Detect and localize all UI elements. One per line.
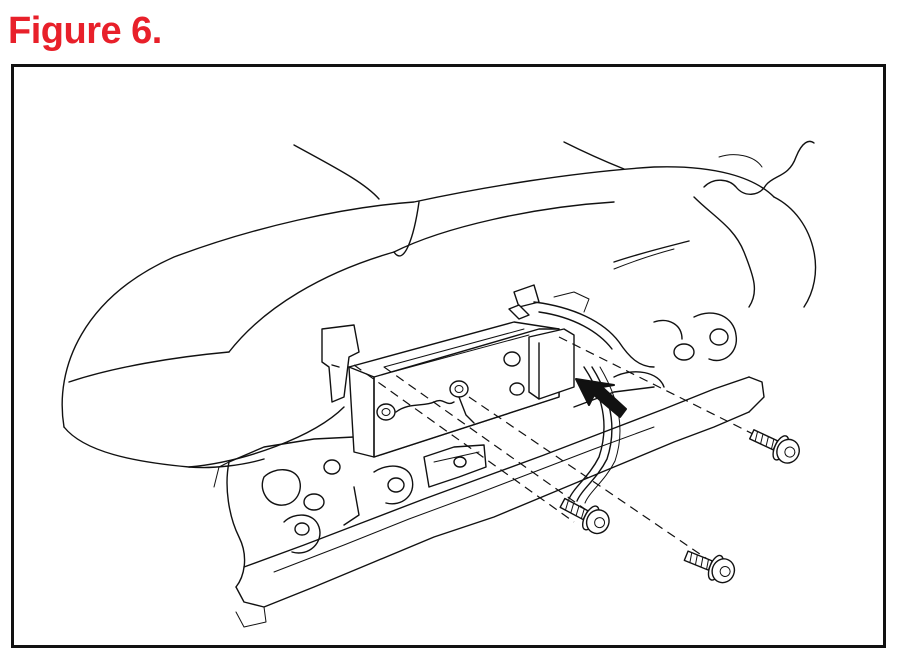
- wire-harness: [513, 284, 655, 504]
- alignment-lines: [353, 336, 780, 568]
- figure-title: Figure 6.: [8, 10, 162, 52]
- diagram-frame: [11, 64, 886, 648]
- screw: [683, 550, 736, 584]
- seat-cushion: [61, 140, 817, 469]
- screw: [559, 497, 610, 535]
- screw: [748, 429, 800, 464]
- switch-module: [321, 304, 575, 458]
- seat-frame: [213, 312, 765, 628]
- insertion-arrow: [575, 378, 627, 418]
